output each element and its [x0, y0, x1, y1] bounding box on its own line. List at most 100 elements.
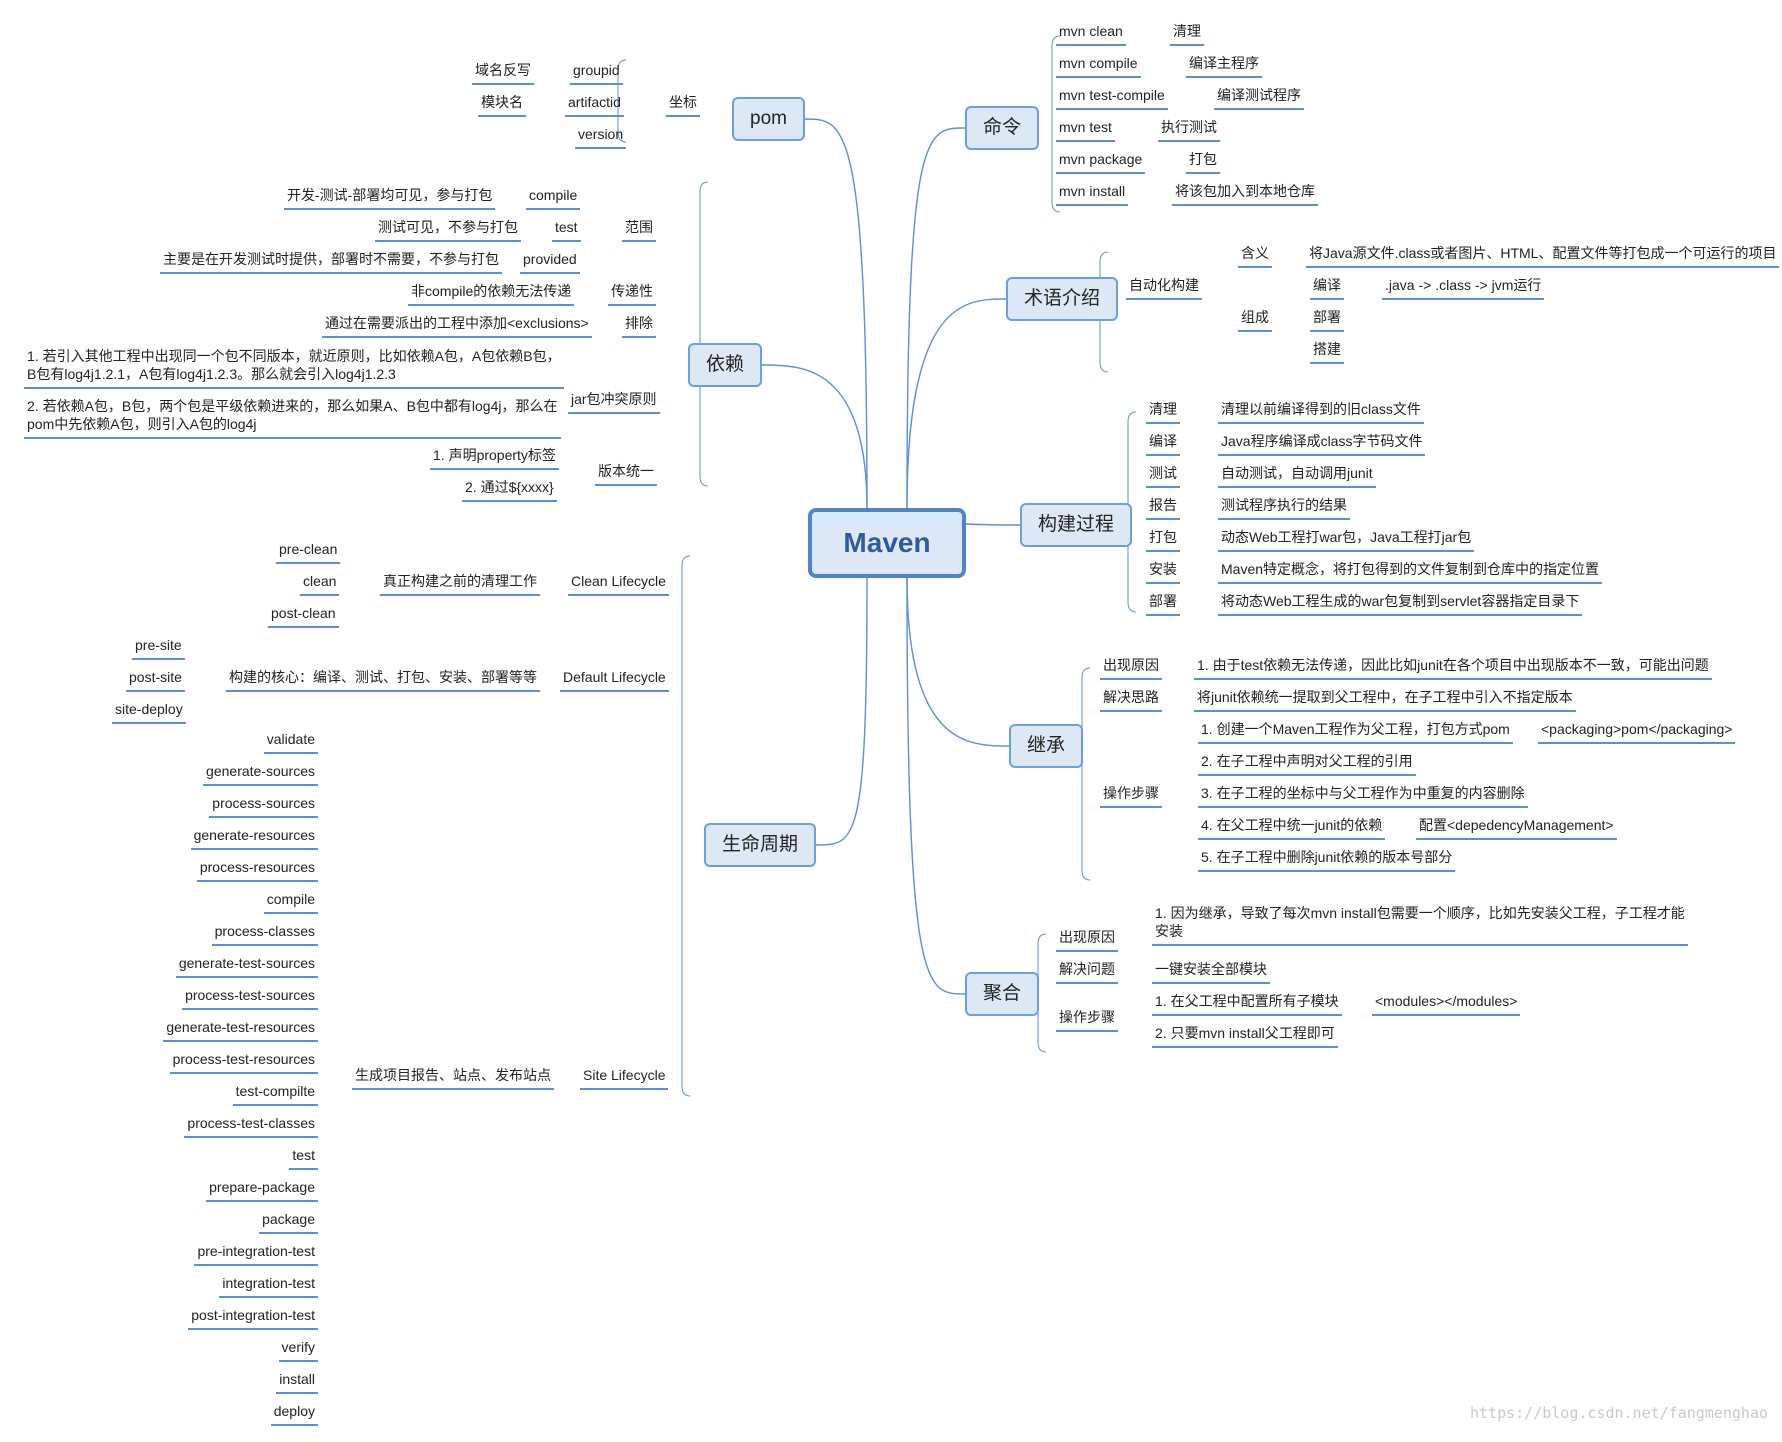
inherit-step-2: 2. 在子工程中声明对父工程的引用: [1198, 752, 1416, 776]
lc-clean-phase-post: post-clean: [268, 604, 339, 628]
dep-scope-test[interactable]: test: [552, 218, 581, 242]
build-step-desc: 自动测试，自动调用junit: [1218, 464, 1376, 488]
command-name[interactable]: mvn test: [1056, 118, 1115, 142]
connector: [906, 298, 1007, 509]
lc-site-phase: install: [276, 1370, 318, 1394]
build-step[interactable]: 清理: [1146, 400, 1180, 424]
command-name[interactable]: mvn clean: [1056, 22, 1126, 46]
pom-groupid[interactable]: groupid: [570, 61, 623, 85]
inherit-idea[interactable]: 解决思路: [1100, 688, 1162, 712]
agg-step-2: 2. 只要mvn install父工程即可: [1152, 1024, 1338, 1048]
build-step[interactable]: 打包: [1146, 528, 1180, 552]
lc-default[interactable]: Default Lifecycle: [560, 668, 669, 692]
connector: [906, 577, 966, 995]
dep-unify-1: 1. 声明property标签: [430, 446, 559, 470]
lc-site-phase: package: [259, 1210, 318, 1234]
dep-unify-2: 2. 通过${xxxx}: [462, 478, 557, 502]
dep-conflict[interactable]: jar包冲突原则: [568, 390, 660, 414]
command-name[interactable]: mvn install: [1056, 182, 1129, 206]
lc-site-phase: process-sources: [209, 794, 318, 818]
dep-scope-provided-note: 主要是在开发测试时提供，部署时不需要，不参与打包: [160, 250, 502, 274]
inherit-reason-desc: 1. 由于test依赖无法传递，因此比如junit在各个项目中出现版本不一致，可…: [1194, 656, 1712, 680]
dep-scope-compile[interactable]: compile: [526, 186, 581, 210]
lc-site-phase: generate-test-resources: [163, 1018, 318, 1042]
topic-commands[interactable]: 命令: [965, 106, 1040, 150]
build-step[interactable]: 安装: [1146, 560, 1180, 584]
topic-build[interactable]: 构建过程: [1020, 503, 1133, 547]
command-name[interactable]: mvn test-compile: [1056, 86, 1168, 110]
lc-default-phase-site-deploy: site-deploy: [112, 700, 186, 724]
inherit-step-5: 5. 在子工程中删除junit依赖的版本号部分: [1198, 848, 1456, 872]
lc-site-phase: process-test-sources: [182, 986, 318, 1010]
dep-unify[interactable]: 版本统一: [595, 462, 657, 486]
lc-clean-phase-pre: pre-clean: [276, 540, 341, 564]
build-step-desc: 测试程序执行的结果: [1218, 496, 1350, 520]
connector: [617, 59, 627, 143]
topic-aggregate[interactable]: 聚合: [965, 972, 1040, 1016]
lc-default-phase-post-site: post-site: [126, 668, 185, 692]
topic-dependency[interactable]: 依赖: [688, 343, 763, 387]
lc-site[interactable]: Site Lifecycle: [580, 1066, 669, 1090]
dep-scope-provided[interactable]: provided: [520, 250, 580, 274]
lc-site-phase: process-test-classes: [184, 1114, 318, 1138]
command-name[interactable]: mvn compile: [1056, 54, 1141, 78]
inherit-step-4-note: 配置<depedencyManagement>: [1416, 816, 1617, 840]
topic-pom[interactable]: pom: [732, 97, 805, 141]
terms-auto-build[interactable]: 自动化构建: [1126, 276, 1202, 300]
pom-artifactid[interactable]: artifactid: [565, 93, 624, 117]
dep-transitive[interactable]: 传递性: [608, 282, 656, 306]
terms-compile-desc: .java -> .class -> jvm运行: [1382, 276, 1545, 300]
lc-site-phase: test: [289, 1146, 318, 1170]
lc-site-phase: deploy: [270, 1402, 318, 1426]
build-step[interactable]: 报告: [1146, 496, 1180, 520]
root-topic-maven[interactable]: Maven: [808, 508, 966, 578]
connector: [906, 127, 966, 509]
agg-step-1: 1. 在父工程中配置所有子模块: [1152, 992, 1342, 1016]
topic-lifecycle[interactable]: 生命周期: [704, 823, 817, 867]
lc-site-phase: integration-test: [219, 1274, 318, 1298]
build-step-desc: 动态Web工程打war包，Java工程打jar包: [1218, 528, 1475, 552]
terms-setup[interactable]: 搭建: [1310, 340, 1344, 364]
inherit-step-4: 4. 在父工程中统一junit的依赖: [1198, 816, 1386, 840]
lc-site-phase: test-compilte: [232, 1082, 318, 1106]
inherit-steps[interactable]: 操作步骤: [1100, 784, 1162, 808]
terms-meaning[interactable]: 含义: [1238, 244, 1272, 268]
lc-clean[interactable]: Clean Lifecycle: [568, 572, 669, 596]
agg-step-1-note: <modules></modules>: [1372, 992, 1521, 1016]
lc-site-phase: verify: [278, 1338, 318, 1362]
terms-deploy[interactable]: 部署: [1310, 308, 1344, 332]
topic-inherit[interactable]: 继承: [1009, 724, 1084, 768]
command-name[interactable]: mvn package: [1056, 150, 1146, 174]
dep-scope-compile-note: 开发-测试-部署均可见，参与打包: [284, 186, 496, 210]
inherit-reason[interactable]: 出现原因: [1100, 656, 1162, 680]
lc-site-phase: process-classes: [211, 922, 318, 946]
lc-site-phase: generate-resources: [190, 826, 318, 850]
build-step-desc: Maven特定概念，将打包得到的文件复制到仓库中的指定位置: [1218, 560, 1603, 584]
lc-site-phase: process-test-resources: [169, 1050, 318, 1074]
terms-compile[interactable]: 编译: [1310, 276, 1344, 300]
agg-problem[interactable]: 解决问题: [1056, 960, 1118, 984]
build-step[interactable]: 测试: [1146, 464, 1180, 488]
dep-exclude[interactable]: 排除: [622, 314, 656, 338]
command-desc: 编译测试程序: [1214, 86, 1304, 110]
agg-steps[interactable]: 操作步骤: [1056, 1008, 1118, 1032]
terms-compose[interactable]: 组成: [1238, 308, 1272, 332]
connector: [699, 181, 709, 487]
agg-reason-desc: 1. 因为继承，导致了每次mvn install包需要一个顺序，比如先安装父工程…: [1152, 904, 1688, 946]
terms-meaning-desc: 将Java源文件.class或者图片、HTML、配置文件等打包成一个可运行的项目: [1306, 244, 1780, 268]
connector: [761, 364, 868, 509]
command-desc: 编译主程序: [1186, 54, 1262, 78]
build-step-desc: 清理以前编译得到的旧class文件: [1218, 400, 1424, 424]
agg-reason[interactable]: 出现原因: [1056, 928, 1118, 952]
lc-default-phase-pre-site: pre-site: [132, 636, 185, 660]
topic-terms[interactable]: 术语介绍: [1006, 277, 1119, 321]
dep-exclude-note: 通过在需要派出的工程中添加<exclusions>: [322, 314, 592, 338]
lc-clean-desc: 真正构建之前的清理工作: [380, 572, 540, 596]
pom-version[interactable]: version: [575, 125, 627, 149]
pom-coord[interactable]: 坐标: [666, 93, 700, 117]
build-step[interactable]: 部署: [1146, 592, 1180, 616]
watermark: https://blog.csdn.net/fangmenghao: [1469, 1404, 1768, 1422]
lc-site-phase: pre-integration-test: [194, 1242, 318, 1266]
build-step[interactable]: 编译: [1146, 432, 1180, 456]
dep-scope[interactable]: 范围: [622, 218, 656, 242]
